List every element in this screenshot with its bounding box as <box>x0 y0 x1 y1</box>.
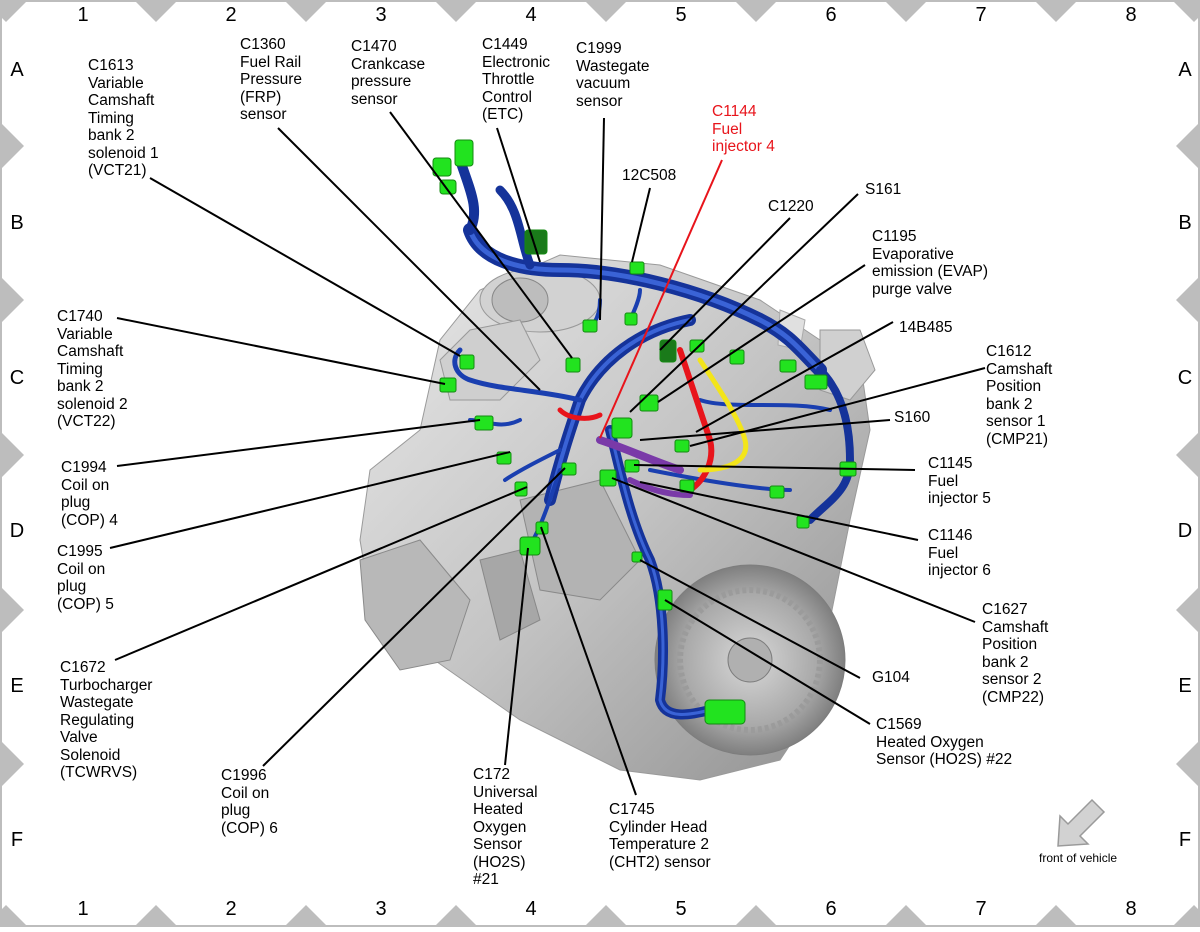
border-tab <box>434 0 478 22</box>
border-tab <box>584 0 628 22</box>
callout-c1569: C1569 Heated Oxygen Sensor (HO2S) #22 <box>876 716 1013 768</box>
border-tab <box>0 276 24 324</box>
border-tab <box>584 905 628 927</box>
callout-c1627: C1627 Camshaft Position bank 2 sensor 2 … <box>982 601 1049 706</box>
border-tab <box>0 740 24 788</box>
border-tab <box>1176 276 1200 324</box>
callout-s160: S160 <box>894 409 931 426</box>
zone-column-label: 3 <box>375 898 387 920</box>
callout-c1220: C1220 <box>768 198 814 215</box>
callout-c1613: C1613 Variable Camshaft Timing bank 2 so… <box>88 57 159 179</box>
zone-column-label: 4 <box>525 4 537 26</box>
border-tab <box>0 122 24 170</box>
callout-12c508: 12C508 <box>622 167 677 184</box>
zone-row-label: A <box>10 59 24 81</box>
border-tab <box>0 431 24 479</box>
callout-c1195: C1195 Evaporative emission (EVAP) purge … <box>872 228 988 298</box>
border-tab <box>884 905 928 927</box>
front-of-vehicle-caption: front of vehicle <box>1039 851 1118 865</box>
border-tab <box>1176 431 1200 479</box>
callout-c1996: C1996 Coil on plug (COP) 6 <box>221 767 278 837</box>
zone-row-label: F <box>10 829 24 851</box>
border-tab <box>1176 740 1200 788</box>
zone-column-label: 2 <box>225 4 237 26</box>
border-tab <box>0 586 24 634</box>
callout-c1995: C1995 Coil on plug (COP) 5 <box>57 543 114 613</box>
zone-column-label: 6 <box>825 4 837 26</box>
zone-row-label: E <box>10 675 24 697</box>
callout-c1146: C1146 Fuel injector 6 <box>928 527 991 579</box>
border-tab <box>1172 0 1200 22</box>
border-tab <box>284 905 328 927</box>
callout-c1740: C1740 Variable Camshaft Timing bank 2 so… <box>57 308 128 430</box>
zone-column-label: 5 <box>675 898 687 920</box>
zone-column-label: 6 <box>825 898 837 920</box>
zone-column-label: 4 <box>525 898 537 920</box>
border-tab <box>1176 122 1200 170</box>
front-of-vehicle-arrow-icon <box>1057 798 1106 847</box>
zone-row-label: D <box>1177 520 1193 542</box>
border-tab <box>434 905 478 927</box>
border-tab <box>1176 586 1200 634</box>
zone-column-label: 8 <box>1125 4 1137 26</box>
callout-c1470: C1470 Crankcase pressure sensor <box>351 38 426 108</box>
callout-c1144: C1144 Fuel injector 4 <box>712 103 775 155</box>
zone-row-label: F <box>1178 829 1192 851</box>
border-tab <box>734 905 778 927</box>
zone-column-label: 3 <box>375 4 387 26</box>
callout-s161: S161 <box>865 181 902 198</box>
zone-column-label: 1 <box>77 4 89 26</box>
callout-14b485: 14B485 <box>899 319 953 336</box>
zone-row-label: C <box>9 367 25 389</box>
zone-row-label: B <box>1178 212 1192 234</box>
border-tab <box>734 0 778 22</box>
zone-column-label: 5 <box>675 4 687 26</box>
callout-c1449: C1449 Electronic Throttle Control (ETC) <box>482 36 551 123</box>
zone-row-label: D <box>9 520 25 542</box>
border-tab <box>884 0 928 22</box>
leader-line-c1144 <box>599 159 723 439</box>
border-tab <box>0 0 28 22</box>
callout-c1145: C1145 Fuel injector 5 <box>928 455 991 507</box>
zone-column-label: 7 <box>975 4 987 26</box>
zone-column-label: 2 <box>225 898 237 920</box>
border-tab <box>0 905 28 927</box>
callout-c1612: C1612 Camshaft Position bank 2 sensor 1 … <box>986 343 1053 448</box>
callout-c1999: C1999 Wastegate vacuum sensor <box>576 40 650 110</box>
zone-column-label: 7 <box>975 898 987 920</box>
callout-c1360: C1360 Fuel Rail Pressure (FRP) sensor <box>240 36 303 123</box>
leader-lines <box>109 111 986 796</box>
callout-c172: C172 Universal Heated Oxygen Sensor (HO2… <box>473 766 538 888</box>
callout-c1672: C1672 Turbocharger Wastegate Regulating … <box>60 659 153 781</box>
border-tab <box>1034 905 1078 927</box>
border-tab <box>1034 0 1078 22</box>
zone-column-label: 1 <box>77 898 89 920</box>
border-tab <box>1172 905 1200 927</box>
callout-c1745: C1745 Cylinder Head Temperature 2 (CHT2)… <box>609 801 711 871</box>
callout-c1994: C1994 Coil on plug (COP) 4 <box>61 459 118 529</box>
border-tab <box>134 905 178 927</box>
zone-row-label: E <box>1178 675 1192 697</box>
zone-row-label: A <box>1178 59 1192 81</box>
zone-row-label: C <box>1177 367 1193 389</box>
border-tab <box>134 0 178 22</box>
zone-column-label: 8 <box>1125 898 1137 920</box>
zone-row-label: B <box>10 212 24 234</box>
callout-g104: G104 <box>872 669 910 686</box>
border-tab <box>284 0 328 22</box>
